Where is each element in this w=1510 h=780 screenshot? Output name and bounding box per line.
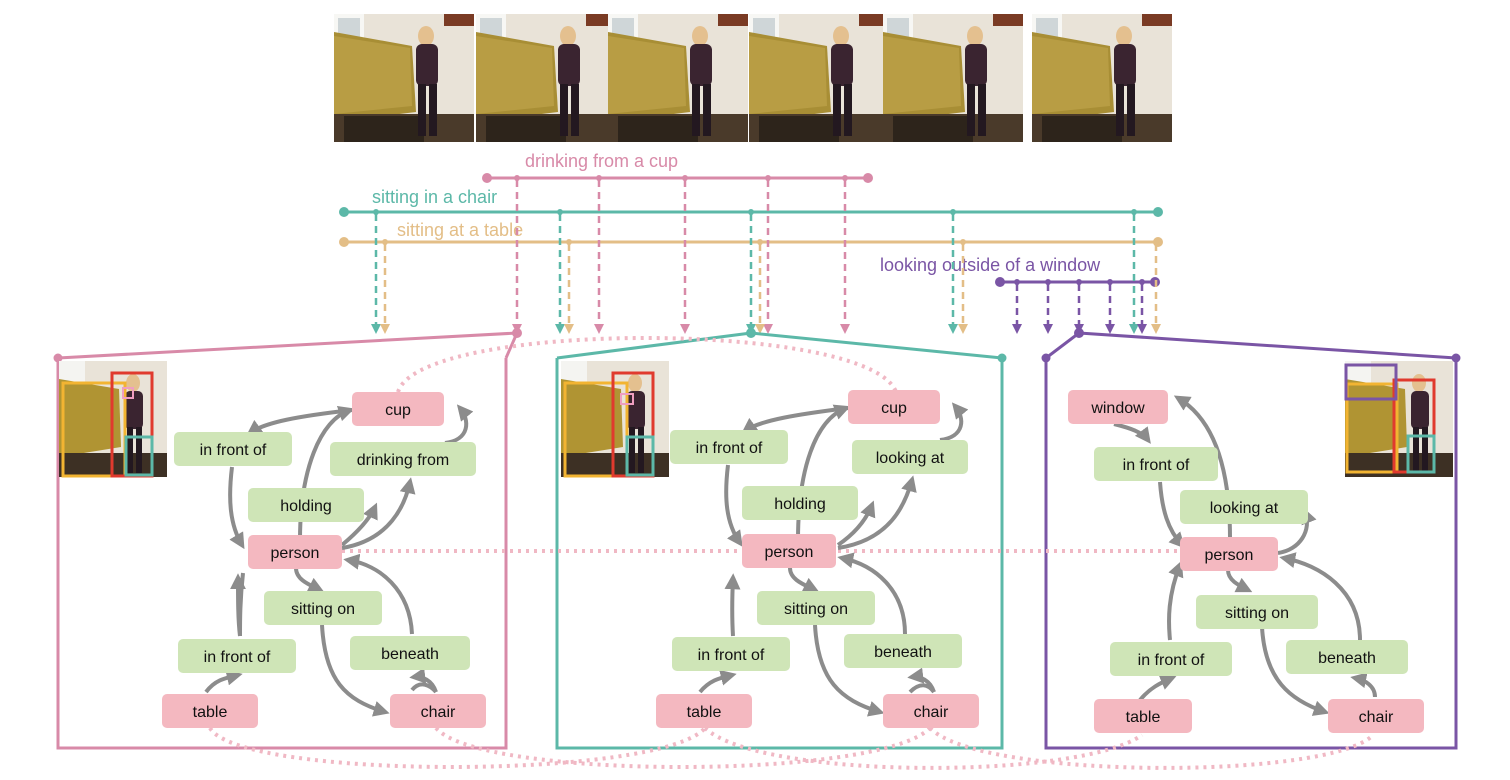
node-drinking-from-label: drinking from — [357, 452, 449, 469]
node-chair — [1328, 699, 1424, 733]
node-sitting-on-label: sitting on — [1225, 605, 1289, 622]
node-chair-label: chair — [421, 704, 456, 721]
thumbnail-3 — [1344, 361, 1453, 477]
node-in-front-of-label: in front of — [698, 647, 765, 664]
node-sitting-on — [1196, 595, 1318, 629]
node-holding — [742, 486, 858, 520]
action-label-sitting-table: sitting at a table — [397, 220, 523, 240]
panel-frame-1 — [53, 328, 522, 750]
node-beneath — [844, 634, 962, 668]
drop-lines-sitting-table — [380, 244, 1161, 334]
node-in-front-of — [670, 430, 788, 464]
node-drinking-from — [330, 442, 476, 476]
node-in-front-of — [1094, 447, 1218, 481]
node-beneath — [350, 636, 470, 670]
video-frame — [749, 14, 889, 142]
timeline-drinking: drinking from a cup — [482, 151, 873, 183]
node-table — [656, 694, 752, 728]
node-chair — [883, 694, 979, 728]
node-in-front-of — [1110, 642, 1232, 676]
node-in-front-of-label: in front of — [696, 440, 763, 457]
node-person-label: person — [271, 545, 320, 562]
node-person — [248, 535, 342, 569]
panel-frame-2 — [555, 328, 1007, 750]
thumbnail-2 — [561, 361, 669, 478]
node-sitting-on — [757, 591, 875, 625]
node-person — [742, 534, 836, 568]
node-in-front-of-label: in front of — [200, 442, 267, 459]
node-looking-at-label: looking at — [1210, 500, 1279, 517]
scene-graph-2: cup in front of looking at holding perso… — [561, 361, 979, 728]
node-sitting-on-label: sitting on — [784, 601, 848, 618]
node-table — [1094, 699, 1192, 733]
node-window-label: window — [1090, 400, 1145, 417]
drop-lines-drinking — [512, 180, 850, 334]
node-chair-label: chair — [914, 704, 949, 721]
video-frame — [608, 14, 748, 142]
node-in-front-of — [174, 432, 292, 466]
node-sitting-on — [264, 591, 382, 625]
node-table-label: table — [687, 704, 722, 721]
node-in-front-of-label: in front of — [1123, 457, 1190, 474]
node-sitting-on-label: sitting on — [291, 601, 355, 618]
node-cup — [848, 390, 940, 424]
node-table — [162, 694, 258, 728]
node-in-front-of-label: in front of — [204, 649, 271, 666]
node-holding — [248, 488, 364, 522]
node-table-label: table — [1126, 709, 1161, 726]
node-cup-label: cup — [385, 402, 411, 419]
cross-links — [208, 336, 1375, 770]
node-person-label: person — [1205, 547, 1254, 564]
video-frame — [476, 14, 616, 142]
node-chair-label: chair — [1359, 709, 1394, 726]
drop-lines-looking — [1012, 284, 1147, 334]
node-looking-at-label: looking at — [876, 450, 945, 467]
scene-graph-3: window in front of looking at person sit… — [1068, 361, 1453, 733]
node-person — [1180, 537, 1278, 571]
thumbnail-1 — [59, 361, 167, 478]
action-label-looking: looking outside of a window — [880, 255, 1101, 275]
drop-lines-sitting-chair — [371, 214, 1139, 334]
node-holding-label: holding — [774, 496, 826, 513]
node-beneath-label: beneath — [1318, 650, 1376, 667]
video-frame — [334, 14, 474, 142]
node-cup — [352, 392, 444, 426]
node-in-front-of — [178, 639, 296, 673]
node-in-front-of-label: in front of — [1138, 652, 1205, 669]
node-in-front-of — [672, 637, 790, 671]
node-holding-label: holding — [280, 498, 332, 515]
video-frame — [883, 14, 1023, 142]
action-label-drinking: drinking from a cup — [525, 151, 678, 171]
timeline-looking: looking outside of a window — [880, 255, 1160, 287]
node-cup-label: cup — [881, 400, 907, 417]
node-beneath-label: beneath — [874, 644, 932, 661]
node-looking-at — [1180, 490, 1308, 524]
node-beneath-label: beneath — [381, 646, 439, 663]
node-beneath — [1286, 640, 1408, 674]
node-chair — [390, 694, 486, 728]
action-label-sitting-chair: sitting in a chair — [372, 187, 497, 207]
node-table-label: table — [193, 704, 228, 721]
node-looking-at — [852, 440, 968, 474]
video-frame — [1032, 14, 1172, 142]
node-person-label: person — [765, 544, 814, 561]
node-window — [1068, 390, 1168, 424]
scene-graph-1: cup in front of drinking from holding pe… — [59, 361, 486, 728]
video-frames — [334, 14, 1172, 142]
